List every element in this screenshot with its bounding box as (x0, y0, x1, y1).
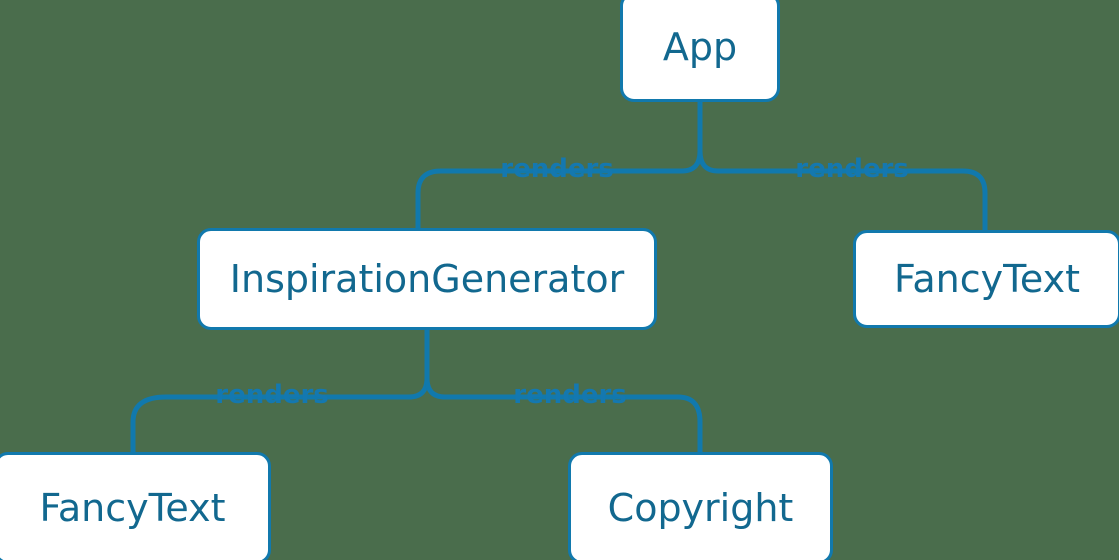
node-app-label: App (662, 25, 738, 69)
edge-app-to-fancytext-right (962, 168, 988, 230)
edge-inspgen-to-copyright (677, 394, 703, 452)
node-inspiration-generator[interactable]: InspirationGenerator (197, 228, 657, 330)
node-copyright[interactable]: Copyright (568, 452, 833, 560)
node-fancytext-right[interactable]: FancyText (853, 230, 1119, 328)
node-inspiration-generator-label: InspirationGenerator (229, 257, 625, 301)
node-fancytext-left[interactable]: FancyText (0, 452, 271, 560)
edge-inspgen-to-fancytext-left (130, 394, 167, 452)
node-app[interactable]: App (620, 0, 780, 102)
edge-label-app-to-inspiration-generator: renders (500, 154, 614, 184)
node-fancytext-left-label: FancyText (39, 486, 226, 530)
edge-label-inspiration-generator-to-fancytext-left: renders (215, 380, 329, 410)
edge-label-inspiration-generator-to-copyright: renders (513, 380, 627, 410)
edge-app-to-inspgen (415, 168, 442, 228)
edge-label-app-to-fancytext-right: renders (795, 154, 909, 184)
node-fancytext-right-label: FancyText (894, 257, 1080, 301)
node-copyright-label: Copyright (607, 486, 794, 530)
